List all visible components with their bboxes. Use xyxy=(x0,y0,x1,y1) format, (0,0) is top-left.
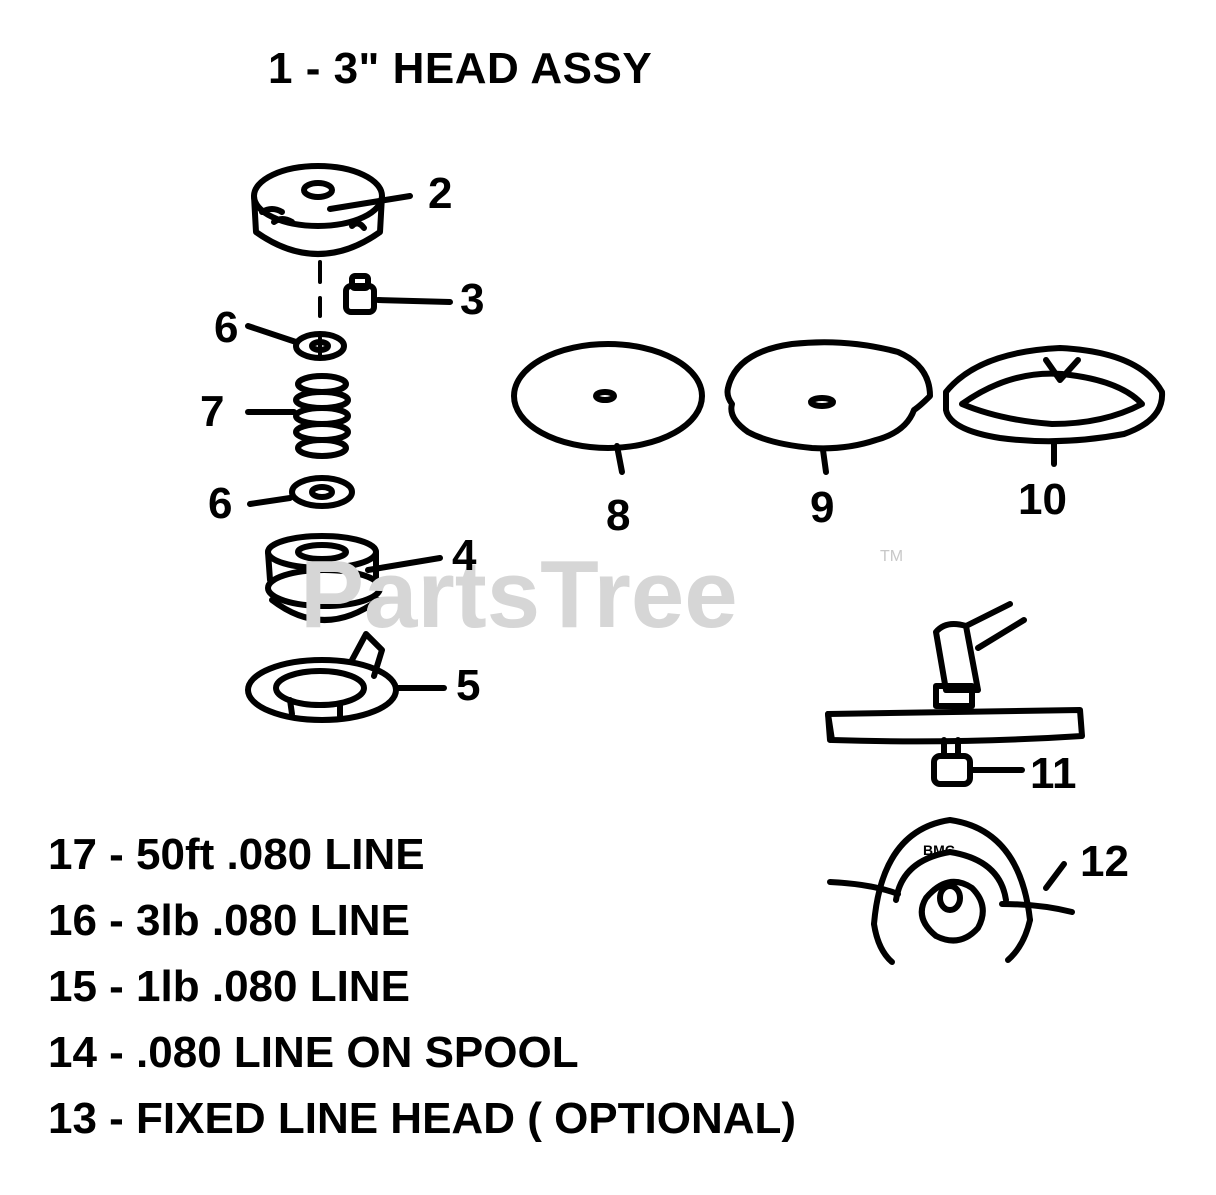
part-5-head-housing xyxy=(245,631,447,723)
legend-item-16: 16 - 3lb .080 LINE xyxy=(48,896,410,945)
part-9-scalloped-disc xyxy=(724,339,933,475)
callout-3: 3 xyxy=(460,275,485,324)
part-3-nut xyxy=(343,273,453,315)
part-10-guard-ring xyxy=(943,345,1166,467)
callout-6-upper: 6 xyxy=(214,303,239,352)
callout-8: 8 xyxy=(606,491,631,540)
legend-item-14: 14 - .080 LINE ON SPOOL xyxy=(48,1028,579,1077)
part-7-spring xyxy=(245,373,351,459)
callout-6-lower: 6 xyxy=(208,479,233,528)
callout-2: 2 xyxy=(428,169,453,218)
part-12-fixed-line-head xyxy=(827,817,1075,965)
callout-5: 5 xyxy=(456,661,481,710)
watermark-trademark: TM xyxy=(880,548,904,565)
legend-item-15: 15 - 1lb .080 LINE xyxy=(48,962,410,1011)
part-11-drive-head-assembly xyxy=(825,601,1085,787)
part-2-spool-cap xyxy=(251,163,413,257)
callout-12: 12 xyxy=(1080,837,1129,886)
part-4-spool xyxy=(265,533,443,623)
watermark-logo: PartsTree xyxy=(300,541,738,648)
part-6-washer-lower xyxy=(247,475,355,509)
diagram-title: 1 - 3" HEAD ASSY xyxy=(268,44,653,93)
part-12-marking: BMC xyxy=(923,842,955,858)
legend-item-17: 17 - 50ft .080 LINE xyxy=(48,830,425,879)
callout-4: 4 xyxy=(452,531,477,580)
callout-9: 9 xyxy=(810,483,835,532)
parts-legend: 17 - 50ft .080 LINE 16 - 3lb .080 LINE 1… xyxy=(48,822,796,1152)
callout-11: 11 xyxy=(1030,749,1077,798)
part-6-washer-upper xyxy=(245,323,347,361)
callout-10: 10 xyxy=(1018,475,1067,524)
legend-item-13: 13 - FIXED LINE HEAD ( OPTIONAL) xyxy=(48,1094,797,1143)
part-8-disc xyxy=(511,341,705,475)
callout-7: 7 xyxy=(200,387,225,436)
